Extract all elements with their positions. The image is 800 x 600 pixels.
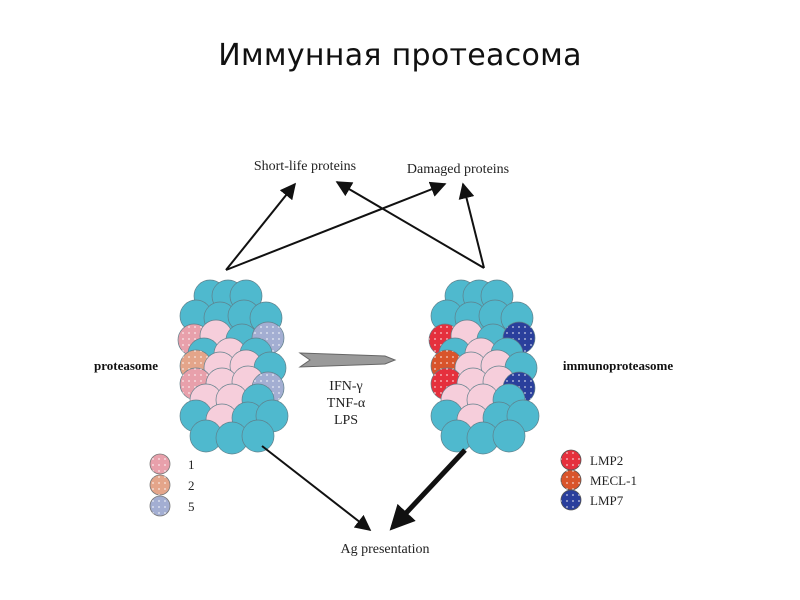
immunoproteasome	[428, 279, 540, 455]
arrow-proteasome-to-damaged	[225, 181, 447, 271]
legend-label: 1	[188, 457, 195, 472]
arrow-proteasome-to-short-life	[225, 182, 297, 271]
slide-title: Иммунная протеасома	[218, 38, 582, 73]
legend-swatch-dots	[150, 454, 170, 474]
legend-item-2: 2	[149, 474, 195, 496]
label-ag-presentation: Ag presentation	[340, 542, 429, 557]
legend-swatch-dots	[561, 470, 581, 490]
legend-swatch-dots	[150, 475, 170, 495]
legend-swatch-dots	[561, 450, 581, 470]
legend-constitutive: 1 2 5	[149, 453, 195, 517]
arrow-proteasome-to-ag	[261, 445, 372, 531]
legend-item-5: 5	[149, 495, 195, 517]
legend-item-lmp7: LMP7	[560, 489, 624, 511]
alpha-subunit	[241, 419, 275, 453]
legend-item-lmp2: LMP2	[560, 449, 623, 471]
legend-label: 5	[188, 499, 195, 514]
legend-item-1: 1	[149, 453, 195, 475]
inducer-tnf-alpha: TNF-α	[327, 396, 366, 411]
legend-item-mecl1: MECL-1	[560, 469, 637, 491]
legend-label: MECL-1	[590, 473, 637, 488]
constitutive-proteasome	[177, 279, 289, 455]
arrow-immuno-to-damaged	[458, 182, 485, 269]
legend-immuno: LMP2 MECL-1 LMP7	[560, 449, 637, 511]
induction-arrow	[298, 352, 397, 368]
arrow-immuno-to-ag-thick	[389, 448, 467, 531]
legend-label: LMP7	[590, 493, 624, 508]
label-short-life-proteins: Short-life proteins	[254, 159, 356, 174]
alpha-subunit	[492, 419, 526, 453]
legend-swatch-dots	[150, 496, 170, 516]
label-immunoproteasome: immunoproteasome	[563, 358, 673, 373]
inducer-lps: LPS	[334, 413, 358, 428]
legend-label: 2	[188, 478, 195, 493]
arrow-immuno-to-short-life	[335, 181, 485, 269]
legend-label: LMP2	[590, 453, 623, 468]
legend-swatch-dots	[561, 490, 581, 510]
inducer-ifn-gamma: IFN-γ	[329, 379, 362, 394]
label-damaged-proteins: Damaged proteins	[407, 162, 509, 177]
label-proteasome: proteasome	[94, 358, 158, 373]
